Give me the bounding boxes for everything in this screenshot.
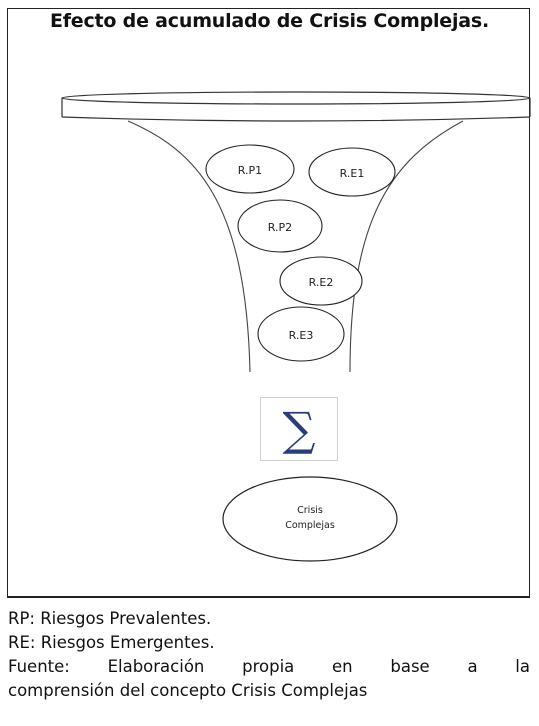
result-label-line2: Complejas xyxy=(285,520,335,531)
node-rp2-label: R.P2 xyxy=(268,221,292,234)
node-re3: R.E3 xyxy=(257,306,345,362)
diagram-title: Efecto de acumulado de Crisis Complejas. xyxy=(49,10,490,32)
node-rp1-label: R.P1 xyxy=(238,164,262,177)
source-line-1: Fuente: Elaboración propia en base a la xyxy=(8,657,530,676)
node-re1-label: R.E1 xyxy=(340,167,365,180)
source-line-2: comprensión del concepto Crisis Compleja… xyxy=(8,681,368,700)
funnel-rim-bottom xyxy=(61,116,531,122)
result-label-line1: Crisis xyxy=(297,505,323,516)
node-re2: R.E2 xyxy=(279,256,363,306)
node-re1: R.E1 xyxy=(308,147,396,197)
summation-box: ∑ xyxy=(260,397,338,461)
node-rp2: R.P2 xyxy=(237,199,323,253)
funnel-right-wall xyxy=(349,120,464,373)
node-crisis-complejas: Crisis Complejas xyxy=(222,476,398,562)
legend-rp: RP: Riesgos Prevalentes. xyxy=(8,609,212,628)
funnel-diagram: R.P1 R.E1 R.P2 R.E2 R.E3 Crisis Compleja… xyxy=(61,91,531,562)
node-re3-label: R.E3 xyxy=(289,329,314,342)
footer-notes: RP: Riesgos Prevalentes. RE: Riesgos Eme… xyxy=(8,607,530,703)
node-re2-label: R.E2 xyxy=(309,276,334,289)
funnel-rim-band xyxy=(61,98,531,117)
diagram-frame xyxy=(7,8,530,597)
funnel-rim xyxy=(61,91,531,105)
sigma-icon: ∑ xyxy=(282,402,316,456)
funnel-left-wall xyxy=(127,120,251,373)
footer-divider xyxy=(7,597,530,598)
node-rp1: R.P1 xyxy=(205,144,295,194)
legend-re: RE: Riesgos Emergentes. xyxy=(8,633,215,652)
